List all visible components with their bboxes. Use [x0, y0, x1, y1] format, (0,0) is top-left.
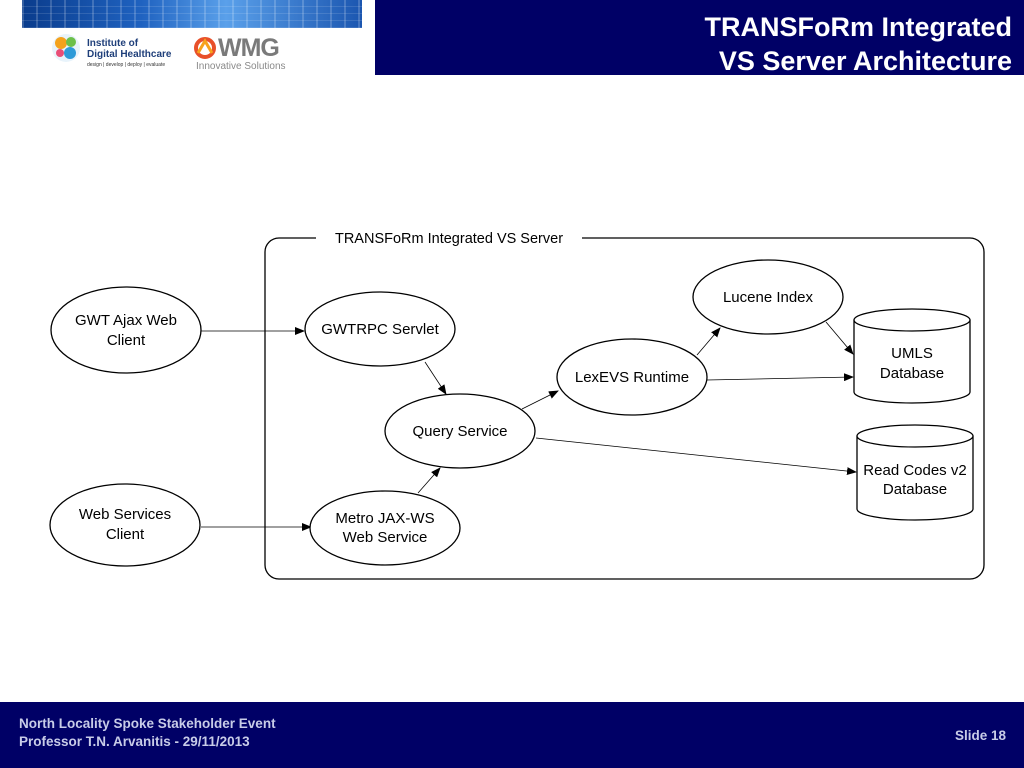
svg-text:Database: Database	[883, 481, 947, 498]
wmg-logo-tagline: Innovative Solutions	[196, 61, 286, 72]
svg-text:GWT Ajax Web: GWT Ajax Web	[75, 312, 177, 329]
page-title: TRANSFoRm Integrated VS Server Architect…	[704, 12, 1012, 76]
node-query-service: Query Service	[384, 393, 536, 469]
logo-strip: Institute of Digital Healthcare design |…	[46, 28, 319, 74]
node-lucene-index: Lucene Index	[692, 259, 844, 335]
wmg-logo-icon	[194, 37, 216, 59]
edge-query-to-readcodes	[535, 437, 857, 476]
svg-text:Read Codes v2: Read Codes v2	[863, 462, 966, 479]
idh-logo-icon	[52, 34, 80, 62]
header-banner-image	[22, 0, 362, 28]
footer-event: North Locality Spoke Stakeholder Event	[19, 716, 276, 731]
diagram-edges	[201, 321, 857, 531]
edge-lexevs-to-lucene	[696, 327, 721, 356]
svg-text:Lucene Index: Lucene Index	[723, 289, 814, 306]
node-lexevs-runtime: LexEVS Runtime	[556, 338, 708, 416]
edge-query-to-lexevs	[521, 390, 559, 410]
footer-info: North Locality Spoke Stakeholder Event P…	[19, 715, 276, 751]
idh-logo-text: Institute of Digital Healthcare	[87, 38, 172, 60]
svg-text:Metro JAX-WS: Metro JAX-WS	[335, 510, 434, 527]
footer-band: North Locality Spoke Stakeholder Event P…	[0, 702, 1024, 768]
wmg-logo-text: WMG	[218, 34, 280, 62]
svg-text:Web Services: Web Services	[79, 506, 171, 523]
svg-text:UMLS: UMLS	[891, 345, 933, 362]
svg-text:Query Service: Query Service	[412, 423, 507, 440]
node-gwtrpc-servlet: GWTRPC Servlet	[304, 291, 456, 367]
svg-text:Database: Database	[880, 365, 944, 382]
server-container-label: TRANSFoRm Integrated VS Server	[335, 231, 563, 247]
footer-presenter: Professor T.N. Arvanitis - 29/11/2013	[19, 734, 250, 749]
svg-text:GWTRPC Servlet: GWTRPC Servlet	[321, 321, 439, 338]
header-band: TRANSFoRm Integrated VS Server Architect…	[375, 0, 1024, 76]
svg-text:Client: Client	[107, 332, 146, 349]
edge-lucene-to-umls	[825, 321, 854, 355]
node-gwt-client: GWT Ajax Web Client	[50, 286, 202, 374]
slide-number: Slide 18	[954, 728, 1006, 743]
edge-lexevs-to-umls	[706, 373, 854, 382]
edge-metro-to-query	[417, 467, 441, 494]
svg-text:Client: Client	[106, 526, 145, 543]
idh-logo-tagline: design | develop | deploy | evaluate	[87, 62, 166, 68]
svg-text:Web Service: Web Service	[343, 529, 428, 546]
node-readcodes-database: Read Codes v2 Database	[856, 424, 974, 521]
svg-text:LexEVS Runtime: LexEVS Runtime	[575, 369, 689, 386]
node-umls-database: UMLS Database	[853, 308, 971, 404]
node-metro-jaxws: Metro JAX-WS Web Service	[309, 490, 461, 566]
server-container: TRANSFoRm Integrated VS Server	[264, 230, 985, 580]
node-ws-client: Web Services Client	[49, 483, 201, 567]
edge-gwtrpc-to-query	[424, 361, 447, 395]
